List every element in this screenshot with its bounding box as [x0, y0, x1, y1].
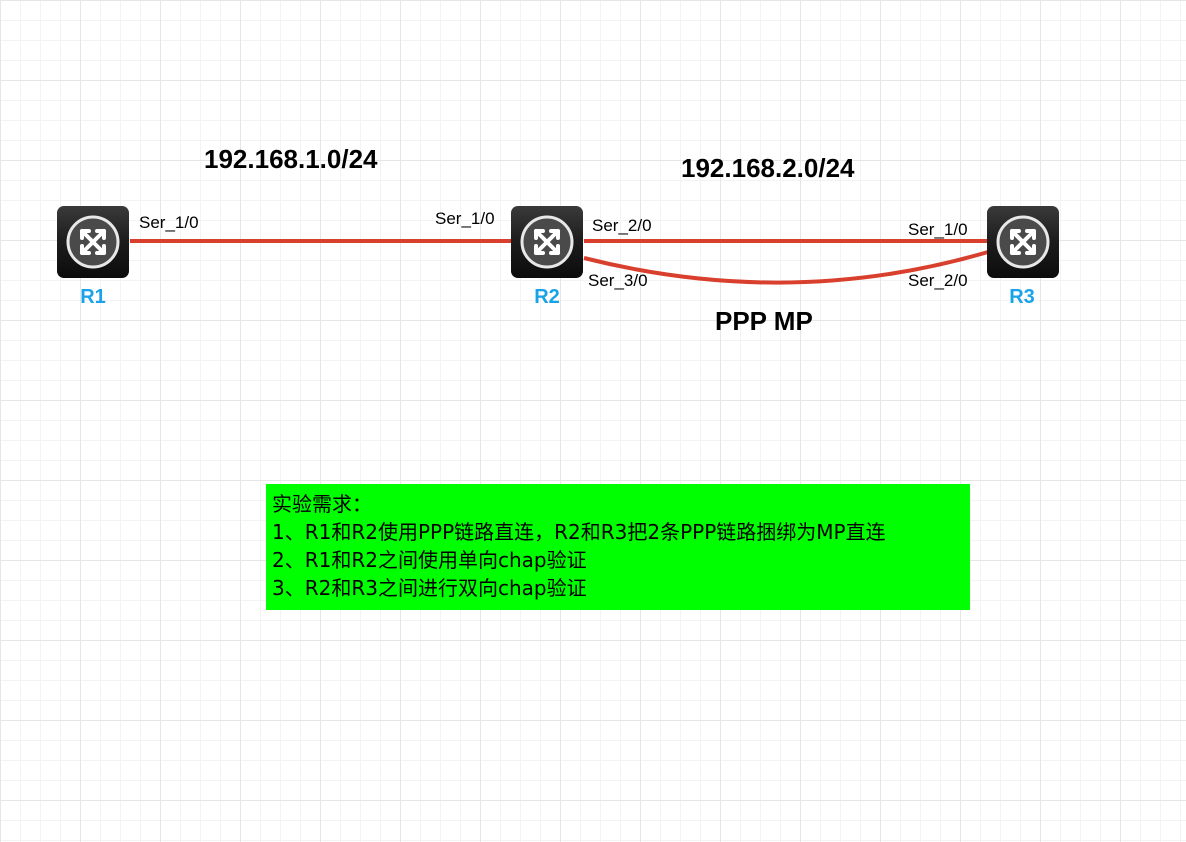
router-label-r1: R1 [80, 286, 106, 308]
router-label-r2: R2 [534, 286, 560, 308]
router-icon[interactable] [986, 205, 1060, 279]
router-icon[interactable] [56, 205, 130, 279]
subnet-label-left: 192.168.1.0/24 [204, 144, 378, 174]
interface-label-r2-ser-1-0: Ser_1/0 [435, 209, 495, 228]
interface-label-r2-ser-3-0: Ser_3/0 [588, 271, 648, 290]
interface-label-r1-ser-1-0: Ser_1/0 [139, 213, 199, 232]
ppp-mp-label: PPP MP [715, 306, 813, 336]
requirements-title: 实验需求： [272, 492, 372, 516]
requirement-item: 2、R1和R2之间使用单向chap验证 [272, 548, 587, 572]
subnet-label-right: 192.168.2.0/24 [681, 153, 855, 183]
interface-label-r2-ser-2-0: Ser_2/0 [592, 216, 652, 235]
interface-label-r3-ser-1-0: Ser_1/0 [908, 220, 968, 239]
link-r2-r3-ser3[interactable] [583, 250, 989, 285]
requirement-item: 3、R2和R3之间进行双向chap验证 [272, 576, 587, 600]
requirement-item: 1、R1和R2使用PPP链路直连，R2和R3把2条PPP链路捆绑为MP直连 [272, 520, 886, 544]
interface-label-r3-ser-2-0: Ser_2/0 [908, 271, 968, 290]
requirements-note: 实验需求： 1、R1和R2使用PPP链路直连，R2和R3把2条PPP链路捆绑为M… [266, 484, 970, 610]
router-label-r3: R3 [1009, 286, 1035, 308]
router-icon[interactable] [510, 205, 584, 279]
